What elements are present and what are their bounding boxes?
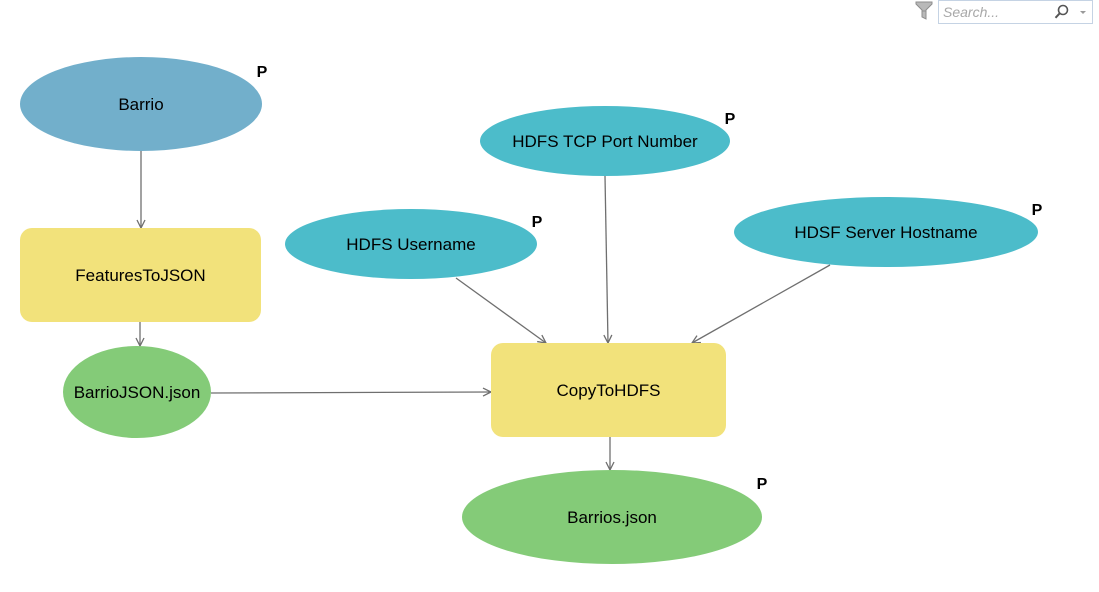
node-copy-to-hdfs[interactable]: CopyToHDFS <box>491 343 726 437</box>
node-label: BarrioJSON.json <box>74 383 201 402</box>
node-label: HDSF Server Hostname <box>794 223 977 242</box>
parameter-marker: P <box>532 214 543 231</box>
node-label: HDFS Username <box>346 235 475 254</box>
filter-icon[interactable] <box>913 0 935 22</box>
parameter-marker: P <box>725 111 736 128</box>
rect-shape-copy-to-hdfs[interactable] <box>491 343 726 437</box>
ellipse-shape-hdsf-server-hostname[interactable] <box>734 197 1038 267</box>
node-features-to-json[interactable]: FeaturesToJSON <box>20 228 261 322</box>
connectors <box>140 151 831 470</box>
node-label: Barrio <box>118 95 163 114</box>
parameter-marker: P <box>757 476 768 493</box>
parameter-marker: P <box>257 64 268 81</box>
search-box <box>938 0 1093 24</box>
node-label: Barrios.json <box>567 508 657 527</box>
connector-hdfs_tcp_port-to-copy_to_hdfs[interactable] <box>605 175 608 343</box>
node-hdsf-server-hostname[interactable]: HDSF Server Hostname P <box>734 197 1043 267</box>
ellipse-shape-barrios-json[interactable] <box>462 470 762 564</box>
node-barrio[interactable]: Barrio P <box>20 57 268 151</box>
node-label: HDFS TCP Port Number <box>512 132 698 151</box>
connector-barrio_json-to-copy_to_hdfs[interactable] <box>210 392 491 393</box>
node-hdfs-tcp-port[interactable]: HDFS TCP Port Number P <box>480 106 736 176</box>
search-icon[interactable] <box>1052 3 1072 21</box>
ellipse-shape-barrio-json[interactable] <box>63 346 211 438</box>
parameter-marker: P <box>1032 202 1043 219</box>
node-barrios-json[interactable]: Barrios.json P <box>462 470 768 564</box>
ellipse-shape-barrio[interactable] <box>20 57 262 151</box>
node-hdfs-username[interactable]: HDFS Username P <box>285 209 543 279</box>
connector-hdfs_username-to-copy_to_hdfs[interactable] <box>455 277 546 343</box>
chevron-down-icon[interactable] <box>1076 3 1090 21</box>
model-elements: BarrioPFeaturesToJSONBarrioJSON.jsonHDFS… <box>20 57 1043 564</box>
node-barrio-json[interactable]: BarrioJSON.json <box>63 346 211 438</box>
ellipse-shape-hdfs-username[interactable] <box>285 209 537 279</box>
ellipse-shape-hdfs-tcp-port[interactable] <box>480 106 730 176</box>
node-label: FeaturesToJSON <box>75 266 205 285</box>
search-input[interactable] <box>943 3 1043 21</box>
rect-shape-features-to-json[interactable] <box>20 228 261 322</box>
node-label: CopyToHDFS <box>557 381 661 400</box>
connector-hdsf_server_hostname-to-copy_to_hdfs[interactable] <box>692 264 831 343</box>
